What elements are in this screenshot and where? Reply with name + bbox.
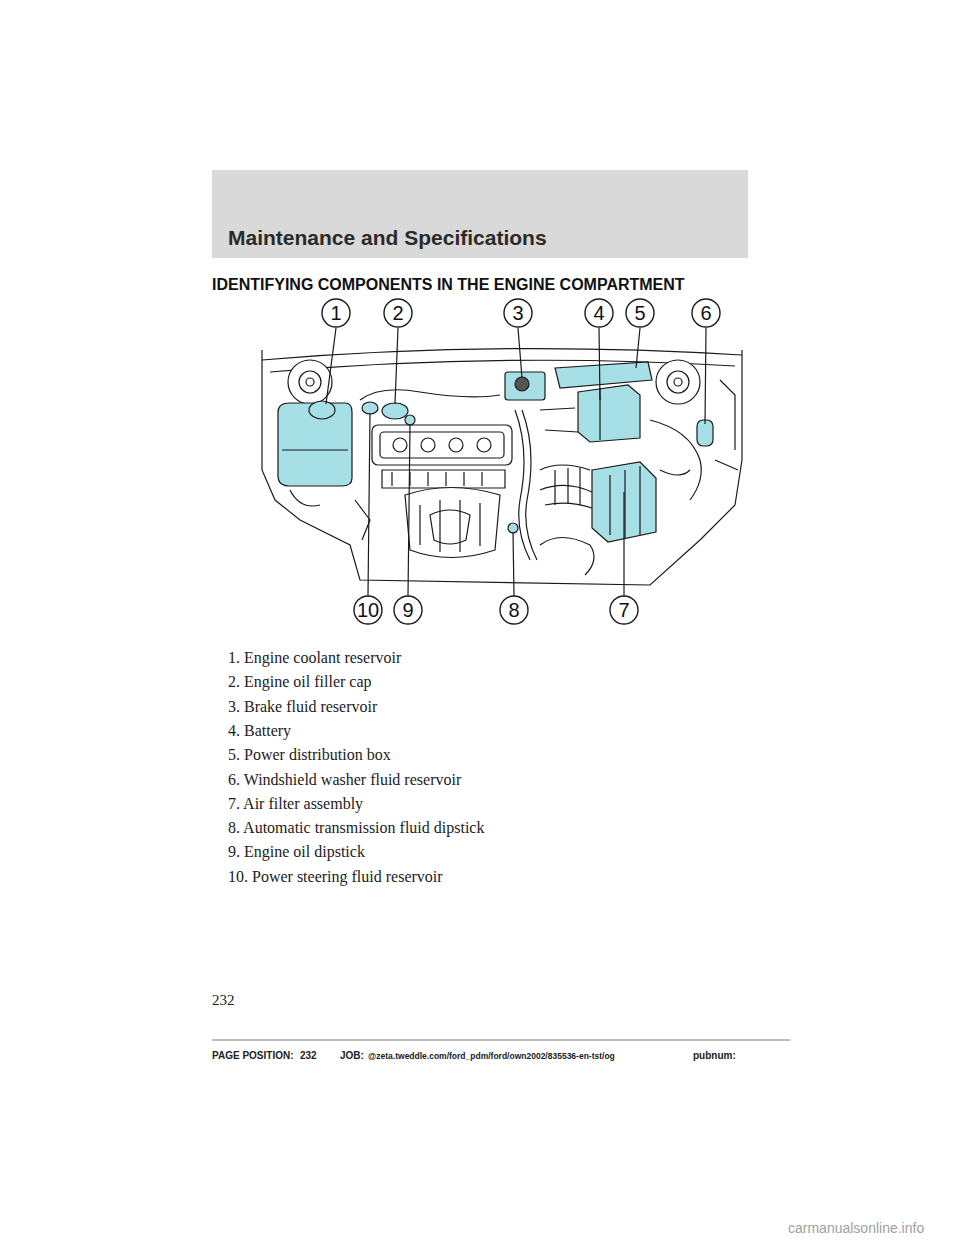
footer-label: pubnum: — [693, 1050, 736, 1061]
legend-item: 9. Engine oil dipstick — [228, 843, 365, 861]
legend-item: 5. Power distribution box — [228, 746, 391, 764]
callout-number: 5 — [626, 299, 654, 327]
callout-number: 1 — [322, 299, 350, 327]
callout-number: 6 — [692, 299, 720, 327]
leader-lines — [326, 328, 706, 596]
section-heading: Maintenance and Specifications — [228, 226, 547, 250]
legend-item: 8. Automatic transmission fluid dipstick — [228, 819, 484, 837]
callout-number: 3 — [504, 299, 532, 327]
legend-item: 10. Power steering fluid reservoir — [228, 868, 443, 886]
page-number: 232 — [212, 992, 235, 1009]
callout-circles — [322, 299, 720, 624]
callout-number: 2 — [384, 299, 412, 327]
engine-bay — [262, 349, 742, 585]
legend-item: 3. Brake fluid reservoir — [228, 698, 377, 716]
highlighted-parts — [278, 362, 713, 542]
footer-value: 232 — [300, 1050, 317, 1061]
callout-number: 9 — [394, 596, 422, 624]
legend-item: 4. Battery — [228, 722, 291, 740]
page-title: IDENTIFYING COMPONENTS IN THE ENGINE COM… — [212, 276, 685, 294]
legend-item: 2. Engine oil filler cap — [228, 673, 372, 691]
footer-label: JOB: — [340, 1050, 364, 1061]
footer-rule — [212, 1040, 790, 1041]
callout-number: 7 — [610, 596, 638, 624]
header-band: Maintenance and Specifications — [212, 170, 748, 258]
footer-value: @zeta.tweddle.com/ford_pdm/ford/own2002/… — [368, 1051, 615, 1061]
watermark: carmanualsonline.info — [788, 1220, 924, 1236]
callout-number: 4 — [585, 299, 613, 327]
legend-item: 1. Engine coolant reservoir — [228, 649, 401, 667]
legend-item: 6. Windshield washer fluid reservoir — [228, 771, 461, 789]
callout-number: 10 — [354, 596, 382, 624]
callout-number: 8 — [500, 596, 528, 624]
footer-label: PAGE POSITION: — [212, 1050, 294, 1061]
legend-item: 7. Air filter assembly — [228, 795, 363, 813]
